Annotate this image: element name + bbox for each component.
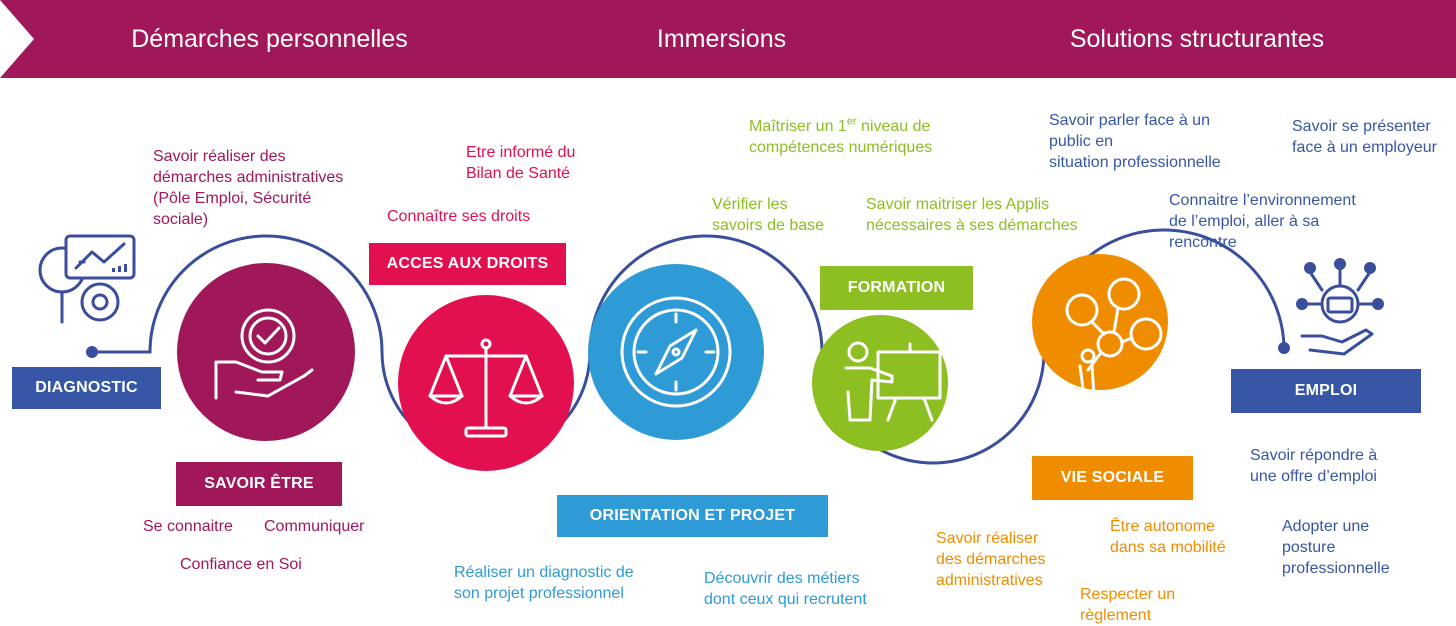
job-network-hand-icon — [1300, 266, 1376, 356]
text-savoir-realiser-admin: Savoir réaliser des démarches administra… — [153, 148, 344, 228]
hand-badge-icon — [214, 308, 314, 400]
text-parler-public: Savoir parler face à un public en situat… — [1049, 112, 1221, 171]
stage-diagnostic: DIAGNOSTIC — [12, 367, 161, 409]
phase-arrow-3 — [906, 0, 1456, 78]
text-demarches-administratives: Savoir réaliser des démarches administra… — [936, 530, 1046, 589]
stage-orientation-projet: ORIENTATION ET PROJET — [557, 495, 828, 537]
phase-arrow-2 — [503, 0, 940, 78]
text-se-presenter: Savoir se présenter face à un employeur — [1292, 118, 1437, 156]
text-environnement-emploi: Connaitre l’environnement de l’emploi, a… — [1169, 192, 1356, 251]
path-end-dot — [1278, 342, 1290, 354]
text-respecter-reglement: Respecter un règlement — [1080, 586, 1176, 624]
text-autonome-mobilite: Être autonome dans sa mobilité — [1110, 518, 1226, 556]
phase-arrow-1 — [0, 0, 537, 78]
text-confiance-en-soi: Confiance en Soi — [180, 556, 302, 573]
text-communiquer: Communiquer — [264, 518, 365, 535]
savoir-etre-circle — [177, 263, 355, 441]
stage-savoir-etre: SAVOIR ÊTRE — [176, 462, 342, 506]
scales-icon — [428, 338, 544, 438]
social-network-icon — [1065, 277, 1163, 398]
phase-immersions: Immersions — [656, 24, 787, 53]
text-offre-emploi: Savoir répondre à une offre d’emploi — [1250, 447, 1378, 485]
text-posture-professionnelle: Adopter une posture professionnelle — [1282, 518, 1390, 577]
compass-icon — [620, 296, 732, 408]
text-diagnostic-projet: Réaliser un diagnostic de son projet pro… — [454, 564, 634, 602]
phase-demarches-personnelles: Démarches personnelles — [131, 24, 408, 53]
text-savoirs-de-base: Vérifier les savoirs de base — [712, 196, 825, 234]
orientation-circle — [588, 264, 764, 440]
diagnostic-analytics-icon — [38, 234, 136, 324]
vie-sociale-circle — [1032, 254, 1168, 390]
path-start-dot — [86, 346, 98, 358]
text-bilan-sante: Etre informé du Bilan de Santé — [466, 144, 576, 182]
text-connaitre-droits: Connaître ses droits — [387, 208, 531, 225]
text-se-connaitre: Se connaitre — [143, 518, 233, 535]
formation-circle — [812, 315, 948, 451]
text-applis: Savoir maitriser les Applis nécessaires … — [866, 196, 1078, 234]
teacher-board-icon — [844, 341, 942, 422]
text-decouvrir-metiers: Découvrir des métiers dont ceux qui recr… — [704, 570, 867, 608]
phase-solutions-structurantes: Solutions structurantes — [1069, 24, 1325, 53]
stage-formation: FORMATION — [820, 266, 973, 310]
stage-acces-aux-droits: ACCES AUX DROITS — [369, 243, 566, 285]
stage-vie-sociale: VIE SOCIALE — [1032, 456, 1193, 500]
stage-emploi: EMPLOI — [1231, 369, 1421, 413]
